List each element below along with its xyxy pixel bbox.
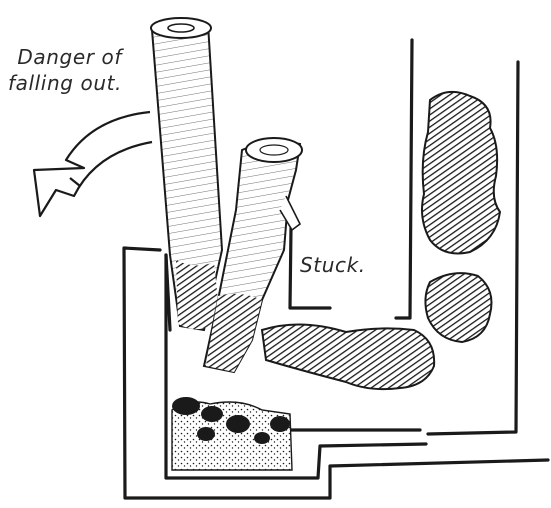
stuck-annotation: Stuck.	[300, 252, 366, 278]
char-pieces	[422, 92, 500, 342]
tall-log	[151, 18, 222, 330]
tunnel-log	[262, 324, 434, 389]
falling-arrow-icon	[34, 112, 152, 216]
danger-label-line2: falling out.	[6, 70, 122, 96]
danger-label-line1: Danger of	[6, 44, 122, 70]
danger-annotation: Danger of falling out.	[6, 44, 122, 96]
ash-pile	[172, 397, 292, 470]
